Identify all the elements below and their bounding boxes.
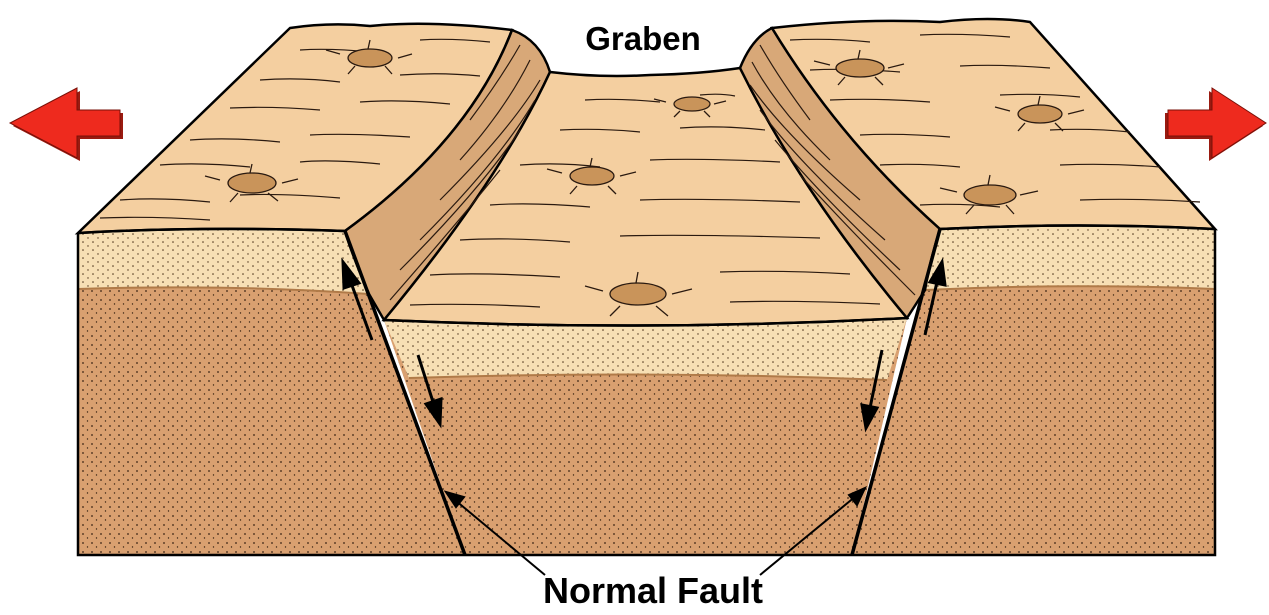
graben-label: Graben	[585, 20, 701, 58]
extension-arrow-right-icon	[1165, 88, 1266, 161]
normal-fault-label: Normal Fault	[543, 570, 763, 612]
extension-arrow-left-icon	[10, 88, 123, 161]
